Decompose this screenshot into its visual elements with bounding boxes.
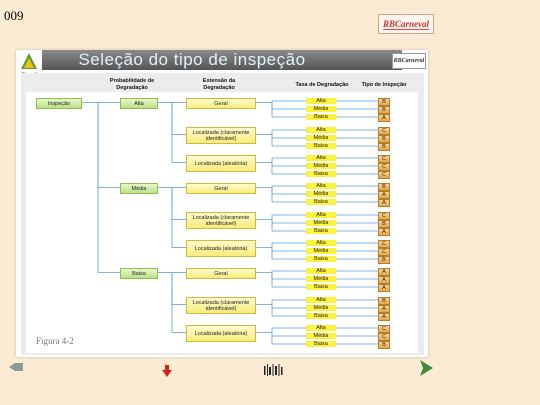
inspection-type-box: A — [378, 284, 390, 292]
inspection-type-box: C — [378, 240, 390, 248]
slide: Seleção do tipo de inspeção Abendi RBCar… — [16, 50, 428, 357]
header-probability: Probabilidade de Degradação — [109, 78, 155, 91]
extension-node: Localizada (claramente identificável) — [186, 212, 256, 229]
rate-node: Alta — [306, 98, 336, 104]
inspection-type-box: C — [378, 325, 390, 333]
rate-node: Alta — [306, 297, 336, 303]
extension-node: Localizada (aleatória) — [186, 325, 256, 342]
extension-node: Localizada (claramente identificável) — [186, 127, 256, 144]
back-arrow-icon[interactable] — [8, 362, 24, 372]
header-type: Tipo de Inspeção — [361, 82, 407, 88]
rate-node: Média — [306, 276, 336, 282]
rate-node: Baixa — [306, 114, 336, 120]
rate-node: Alta — [306, 325, 336, 331]
probability-node: Alta — [120, 98, 158, 109]
inspection-type-box: B — [378, 98, 390, 106]
inspection-type-box: C — [378, 155, 390, 163]
rate-node: Média — [306, 135, 336, 141]
brand-name: RBCarneval — [382, 19, 429, 29]
inspection-type-box: A — [378, 199, 390, 207]
inspection-type-box: B — [378, 256, 390, 264]
rate-node: Média — [306, 305, 336, 311]
rate-node: Baixa — [306, 143, 336, 149]
probability-node: Média — [120, 183, 158, 194]
inspection-type-box: B — [378, 106, 390, 114]
rate-node: Baixa — [306, 199, 336, 205]
abendi-logo-icon — [21, 53, 37, 69]
title-band — [42, 50, 402, 70]
inspection-type-box: A — [378, 313, 390, 321]
rate-node: Média — [306, 248, 336, 254]
inspection-type-box: C — [378, 171, 390, 179]
inspection-type-box: A — [378, 114, 390, 122]
rate-node: Alta — [306, 127, 336, 133]
inspection-type-box: A — [378, 305, 390, 313]
probability-node: Baixa — [120, 268, 158, 279]
brand-logo: RBCarneval — [378, 14, 434, 34]
inspection-type-box: C — [378, 163, 390, 171]
rate-node: Média — [306, 191, 336, 197]
inspection-type-box: B — [378, 135, 390, 143]
inspection-type-box: A — [378, 228, 390, 236]
header-rate: Taxa de Degradação — [295, 82, 349, 88]
inspection-type-box: C — [378, 333, 390, 341]
extension-node: Geral — [186, 183, 256, 194]
rate-node: Baixa — [306, 313, 336, 319]
forward-arrow-icon[interactable] — [420, 360, 433, 376]
inspection-type-box: B — [378, 220, 390, 228]
extension-node: Localizada (aleatória) — [186, 240, 256, 257]
extension-node: Localizada (aleatória) — [186, 155, 256, 172]
rate-node: Média — [306, 220, 336, 226]
inspection-type-box: A — [378, 268, 390, 276]
rate-node: Baixa — [306, 284, 336, 290]
connector-lines — [80, 100, 378, 345]
inspection-type-box: C — [378, 127, 390, 135]
inspection-type-box: C — [378, 248, 390, 256]
rate-node: Média — [306, 333, 336, 339]
slide-brand-logo: RBCarneval — [392, 53, 426, 69]
inspection-type-box: C — [378, 212, 390, 220]
slide-brand-name: RBCarneval — [393, 58, 425, 64]
extension-node: Localizada (claramente identificável) — [186, 297, 256, 314]
rate-node: Alta — [306, 212, 336, 218]
rate-node: Alta — [306, 155, 336, 161]
rate-node: Baixa — [306, 256, 336, 262]
extension-node: Geral — [186, 98, 256, 109]
extension-node: Geral — [186, 268, 256, 279]
rate-node: Baixa — [306, 341, 336, 347]
slide-title: Seleção do tipo de inspeção — [78, 50, 306, 69]
down-arrow-icon[interactable] — [162, 365, 172, 377]
barcode-icon[interactable] — [263, 363, 285, 377]
inspection-type-box: B — [378, 183, 390, 191]
inspection-type-box: A — [378, 191, 390, 199]
rate-node: Média — [306, 106, 336, 112]
rate-node: Média — [306, 163, 336, 169]
root-node: Inspeção — [36, 98, 82, 109]
inspection-type-box: B — [378, 297, 390, 305]
rate-node: Alta — [306, 183, 336, 189]
rate-node: Baixa — [306, 228, 336, 234]
rate-node: Alta — [306, 240, 336, 246]
brand-underline — [383, 29, 429, 30]
figure-caption: Figura 4-2 — [36, 336, 74, 346]
header-extension: Extensão da Degradação — [202, 78, 236, 91]
rate-node: Baixa — [306, 171, 336, 177]
inspection-type-box: A — [378, 276, 390, 284]
inspection-type-box: B — [378, 341, 390, 349]
inspection-type-box: B — [378, 143, 390, 151]
rate-node: Alta — [306, 268, 336, 274]
slide-number: 009 — [4, 8, 24, 23]
